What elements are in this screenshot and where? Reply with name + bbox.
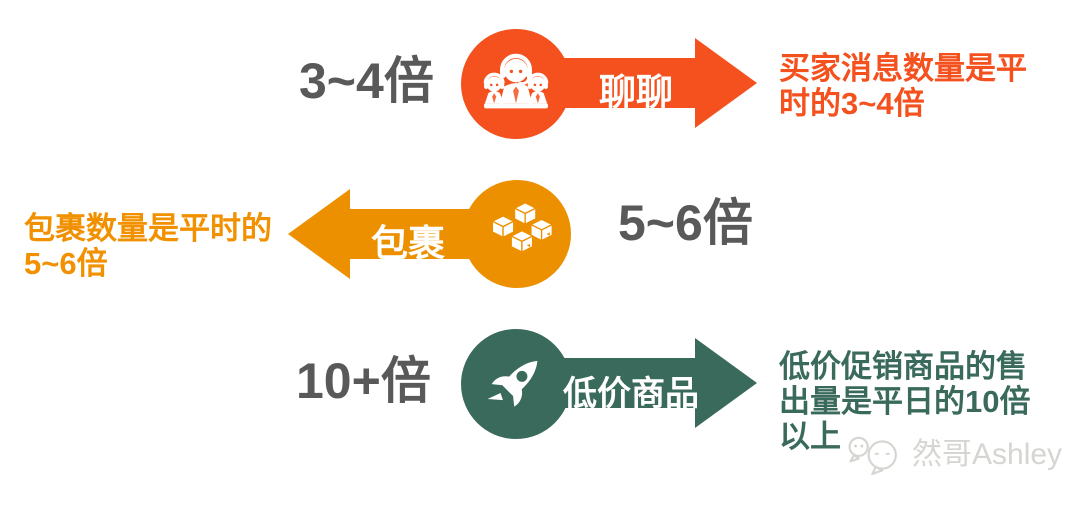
parcel-arrow-label: 包裹 [371, 223, 445, 264]
chat-description: 买家消息数量是平 时的3~4倍 [779, 51, 1027, 121]
low-price-arrow-label: 低价商品 [563, 375, 699, 413]
package-icon [491, 202, 553, 253]
wechat-icon [848, 436, 897, 476]
watermark-label: 然哥Ashley [912, 438, 1063, 471]
low-price-multiplier-label: 10+倍 [296, 353, 431, 409]
watermark: 然哥Ashley [846, 434, 1062, 476]
parcel-multiplier-label: 5~6倍 [618, 195, 753, 251]
low-price-circle [461, 329, 571, 439]
parcel-circle [463, 180, 571, 288]
chat-arrow-label: 聊聊 [599, 72, 673, 113]
low-price-description: 低价促销商品的售 出量是平日的10倍 以上 [779, 349, 1031, 454]
chat-circle [461, 29, 571, 139]
low-price-arrow-head [695, 338, 757, 428]
parcel-arrow-head [288, 189, 350, 279]
chat-multiplier-label: 3~4倍 [299, 53, 434, 109]
parcel-description: 包裹数量是平时的 5~6倍 [24, 211, 272, 281]
rocket-icon [487, 360, 538, 407]
chat-arrow-head [695, 38, 757, 128]
customer-service-icon [483, 53, 549, 109]
